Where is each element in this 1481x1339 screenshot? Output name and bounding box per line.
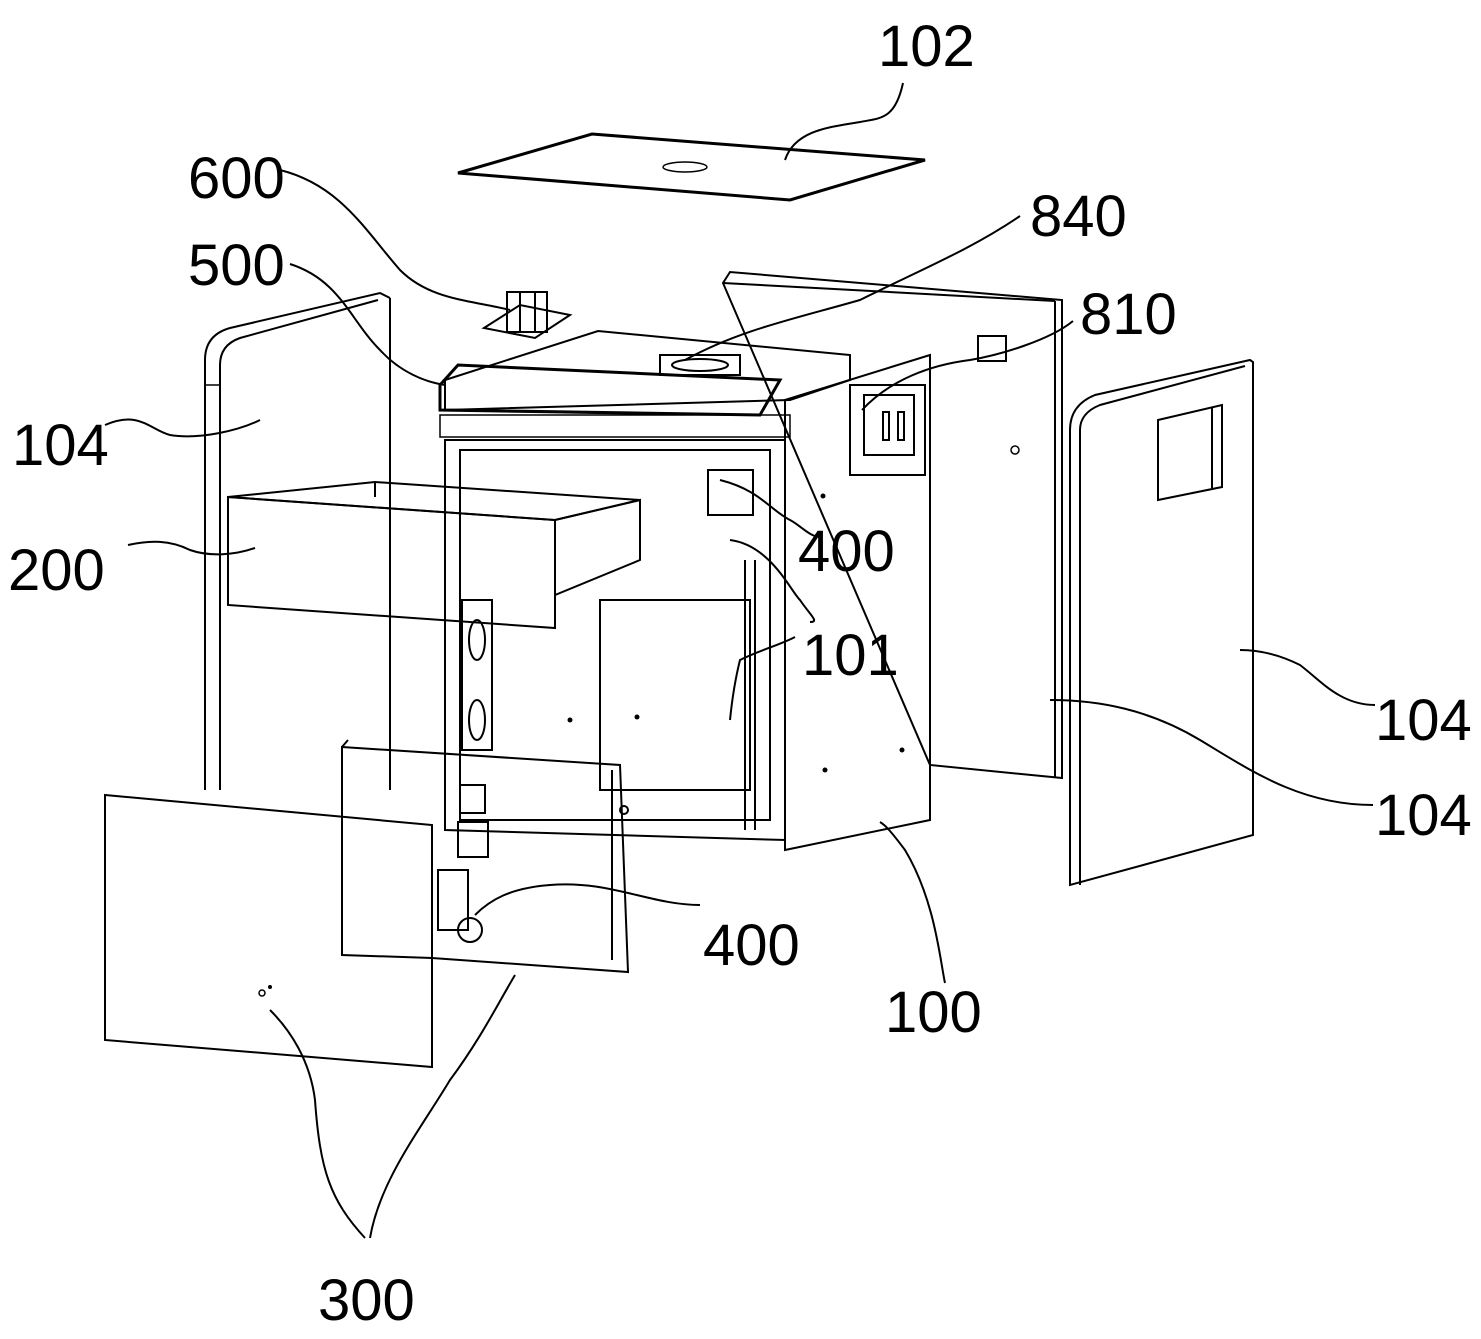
label-104-right-front: 104 xyxy=(1375,688,1472,753)
label-104-right-back: 104 xyxy=(1375,783,1472,848)
label-102: 102 xyxy=(878,14,975,79)
rear-panel xyxy=(721,270,1063,780)
label-400-upper: 400 xyxy=(798,519,895,584)
label-400-lower: 400 xyxy=(703,913,800,978)
label-810: 810 xyxy=(1080,282,1177,347)
drawer xyxy=(227,480,641,630)
label-300: 300 xyxy=(318,1268,415,1333)
label-500: 500 xyxy=(188,233,285,298)
left-side-panel xyxy=(204,291,391,790)
label-100: 100 xyxy=(885,980,982,1045)
label-104-left: 104 xyxy=(12,413,109,478)
top-cover-plate xyxy=(457,132,926,202)
top-module xyxy=(481,291,573,340)
label-600: 600 xyxy=(188,146,285,211)
main-body xyxy=(438,329,931,852)
label-200: 200 xyxy=(8,538,105,603)
label-101: 101 xyxy=(802,623,899,688)
label-840: 840 xyxy=(1030,184,1127,249)
leader-lines xyxy=(104,82,1376,1239)
right-side-panel xyxy=(1069,358,1254,887)
front-door-assembly xyxy=(104,739,630,1069)
